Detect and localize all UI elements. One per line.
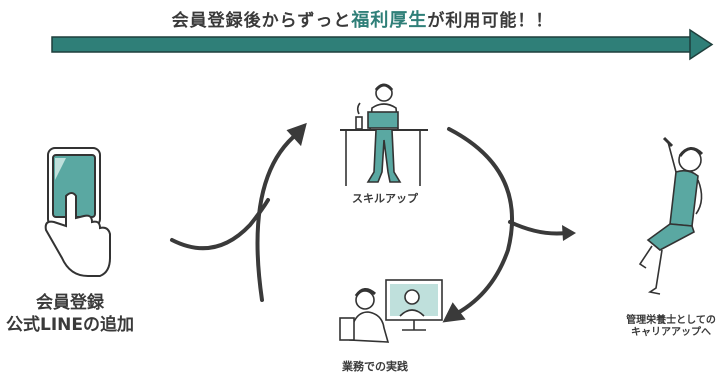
- online-meeting-icon: [339, 279, 443, 343]
- cheering-person-icon: [638, 136, 704, 295]
- headline-suffix: が利用可能！！: [427, 11, 554, 31]
- work-practice-label: 業務での実践: [342, 360, 408, 373]
- career-up-label: 管理栄養士としての キャリアアップへ: [615, 315, 725, 339]
- phone-hand-icon: [44, 147, 111, 277]
- member-registration-label: 会員登録 公式LINEの追加: [0, 292, 140, 336]
- member-line1: 会員登録: [36, 293, 104, 313]
- member-line2: 公式LINEの追加: [6, 315, 134, 335]
- headline: 会員登録後からずっと福利厚生が利用可能！！: [0, 6, 725, 32]
- skill-up-label: スキルアップ: [352, 192, 418, 205]
- career-line2: キャリアアップへ: [631, 327, 711, 338]
- arrow-member-to-cycle: [170, 198, 270, 251]
- career-line1: 管理栄養士としての: [626, 315, 716, 326]
- timeline-arrow: [51, 28, 714, 61]
- cycle-arrows: [255, 122, 514, 323]
- arrow-to-career: [508, 220, 576, 241]
- study-person-icon: [340, 83, 428, 186]
- headline-prefix: 会員登録後からずっと: [171, 11, 352, 31]
- headline-highlight: 福利厚生: [351, 10, 428, 31]
